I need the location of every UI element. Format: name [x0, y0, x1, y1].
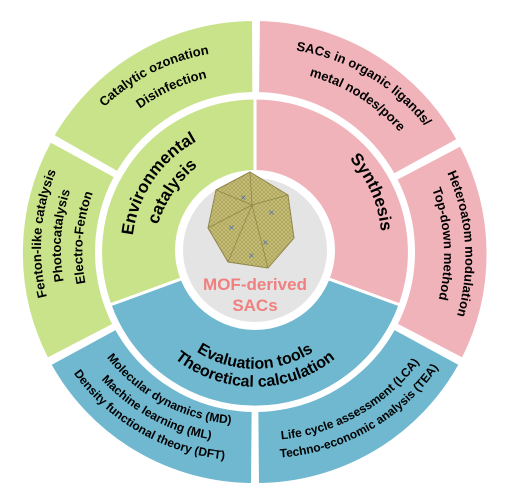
- mof-crystal-icon: × × × × ×: [207, 171, 295, 269]
- svg-text:×: ×: [228, 223, 235, 232]
- center-title-line2: SACs: [232, 296, 277, 315]
- svg-text:×: ×: [240, 193, 247, 202]
- svg-text:×: ×: [248, 251, 255, 260]
- center-title-line1: MOF-derived: [203, 275, 307, 294]
- svg-text:×: ×: [262, 238, 269, 247]
- svg-text:×: ×: [268, 208, 275, 217]
